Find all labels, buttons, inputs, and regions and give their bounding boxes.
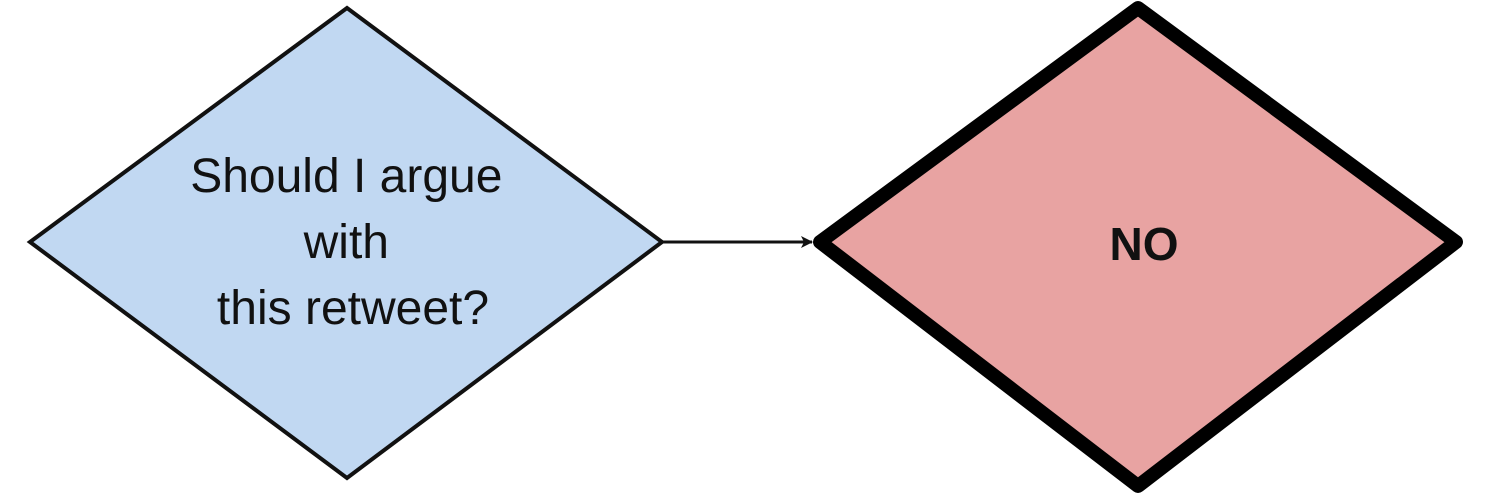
svg-text:Should I argue with: Should I argue with this retweet?: [190, 150, 516, 335]
question-diamond-shape: [26, 5, 666, 481]
question-line-2: with: [303, 216, 389, 269]
question-decision-node: Should I argue with this retweet?: [26, 5, 666, 481]
answer-node: NO: [813, 1, 1463, 493]
question-line-1: Should I argue: [190, 150, 502, 203]
answer-label: NO: [1110, 218, 1179, 270]
answer-diamond-shape: [813, 1, 1463, 493]
question-line-3: this retweet?: [217, 282, 489, 335]
